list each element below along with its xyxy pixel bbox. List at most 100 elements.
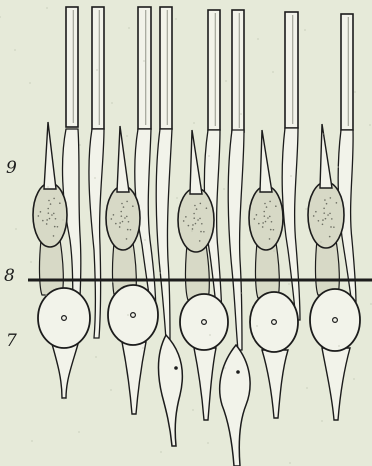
- cone-stipple: [263, 211, 265, 213]
- cone-stipple: [126, 216, 128, 218]
- cone-stipple: [130, 229, 132, 231]
- cone-stipple: [256, 214, 258, 216]
- paper-speckle: [191, 230, 192, 231]
- cone-stipple: [315, 211, 317, 213]
- cone-stipple: [193, 217, 195, 219]
- cone-ellipsoid: [33, 183, 67, 247]
- cone-stipple: [195, 223, 197, 225]
- cone-stipple: [324, 199, 326, 201]
- cone-stipple: [203, 231, 205, 233]
- paper-speckle: [224, 367, 225, 368]
- cone-stipple: [200, 203, 202, 205]
- cone-stipple: [121, 215, 123, 217]
- paper-speckle: [47, 186, 48, 187]
- cone-stipple: [331, 218, 333, 220]
- cone-stipple: [126, 238, 128, 240]
- cone-stipple: [206, 207, 208, 209]
- cone-stipple: [329, 236, 331, 238]
- paper-speckle: [207, 442, 208, 443]
- cone-stipple: [327, 214, 329, 216]
- cone-stipple: [51, 214, 53, 216]
- cone-stipple: [266, 206, 268, 208]
- paper-speckle: [29, 82, 30, 83]
- cone-stipple: [323, 208, 325, 210]
- rod-outer-segment: [66, 7, 78, 127]
- paper-speckle: [322, 133, 323, 134]
- cone-fibre: [39, 240, 63, 295]
- cone-nucleus-fibre: [322, 348, 350, 420]
- cone-outer-segment: [190, 130, 202, 194]
- paper-speckle: [223, 188, 224, 189]
- cone-stipple: [38, 215, 40, 217]
- cone-stipple: [265, 221, 267, 223]
- cone-ellipsoid: [106, 186, 140, 250]
- cone-stipple: [53, 213, 55, 215]
- cone-stipple: [183, 220, 185, 222]
- cone-stipple: [264, 215, 266, 217]
- paper-speckle: [110, 389, 111, 390]
- rod-outer-segment: [208, 10, 220, 130]
- cone-stipple: [48, 200, 50, 202]
- paper-speckle: [305, 208, 306, 209]
- cone-stipple: [115, 223, 117, 225]
- paper-speckle: [353, 378, 354, 379]
- cone-stipple: [322, 219, 324, 221]
- cone-stipple: [269, 201, 271, 203]
- paper-speckle: [192, 409, 193, 410]
- paper-speckle: [0, 16, 1, 17]
- cone-stipple: [123, 206, 125, 208]
- rod-fibre: [228, 130, 244, 350]
- cone-stipple: [59, 202, 61, 204]
- paper-speckle: [14, 49, 15, 50]
- rod-outer-segment: [138, 7, 151, 129]
- paper-speckle: [370, 303, 371, 304]
- paper-speckle: [111, 102, 112, 103]
- cone-outer-segment: [320, 124, 332, 188]
- cone-stipple: [269, 238, 271, 240]
- rod-nucleus-cell: [220, 345, 250, 466]
- rod-outer-segment: [160, 7, 172, 129]
- cone-stipple: [273, 229, 275, 231]
- cone-stipple: [197, 219, 199, 221]
- cone-stipple: [132, 205, 134, 207]
- cone-stipple: [199, 240, 201, 242]
- paper-speckle: [337, 166, 338, 167]
- cone-stipple: [318, 220, 320, 222]
- paper-speckle: [240, 113, 241, 114]
- cone-stipple: [330, 197, 332, 199]
- paper-speckle: [354, 91, 355, 92]
- paper-speckle: [63, 398, 64, 399]
- paper-speckle: [62, 219, 63, 220]
- nucleolus-dot: [174, 366, 178, 370]
- layer-label-9: 9: [6, 160, 17, 177]
- cone-stipple: [192, 228, 194, 230]
- paper-speckle: [288, 283, 289, 284]
- cone-stipple: [325, 218, 327, 220]
- cone-stipple: [55, 218, 57, 220]
- paper-speckle: [208, 155, 209, 156]
- cone-ellipsoid: [308, 182, 344, 248]
- rod-fibre: [282, 128, 300, 320]
- cone-ellipsoid: [178, 188, 214, 252]
- rod-outer-segment: [92, 7, 104, 129]
- cone-stipple: [194, 205, 196, 207]
- cone-stipple: [193, 213, 195, 215]
- cone-ellipsoid: [249, 186, 283, 250]
- paper-speckle: [321, 420, 322, 421]
- cone-stipple: [267, 217, 269, 219]
- cone-stipple: [46, 219, 48, 221]
- cone-stipple: [53, 198, 55, 200]
- cone-stipple: [46, 223, 48, 225]
- cone-stipple: [119, 222, 121, 224]
- paper-speckle: [289, 462, 290, 463]
- paper-speckle: [272, 71, 273, 72]
- cone-nucleus: [38, 288, 90, 348]
- cone-nucleus: [250, 292, 298, 352]
- cone-stipple: [330, 226, 332, 228]
- cone-stipple: [192, 224, 194, 226]
- rod-outer-segment: [285, 12, 298, 128]
- paper-speckle: [143, 60, 144, 61]
- cone-stipple: [326, 203, 328, 205]
